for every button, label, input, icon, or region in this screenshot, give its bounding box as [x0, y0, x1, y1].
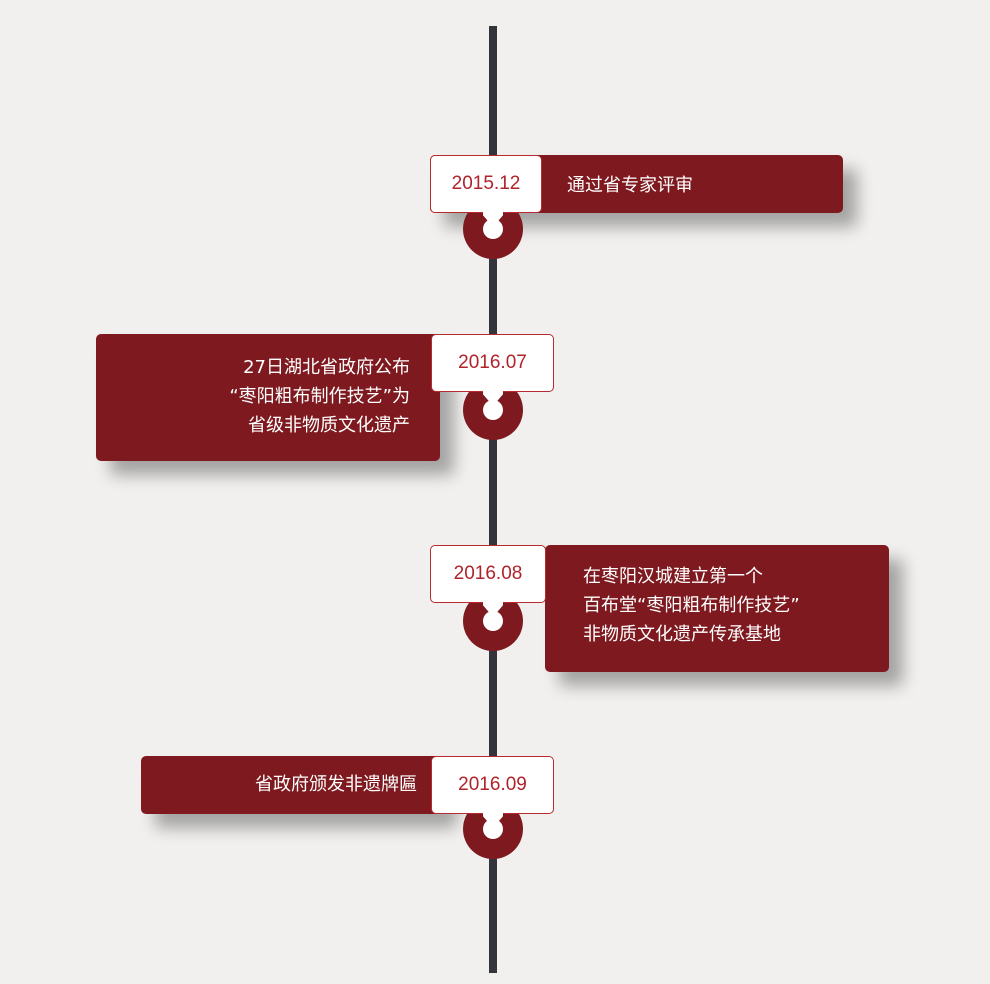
event-card-2016-08: 在枣阳汉城建立第一个 百布堂“枣阳粗布制作技艺” 非物质文化遗产传承基地: [545, 545, 889, 672]
event-text-line: 百布堂“枣阳粗布制作技艺”: [583, 595, 800, 616]
timeline-node-center: [483, 219, 503, 239]
timeline-node-center: [483, 611, 503, 631]
date-pointer-icon: [483, 201, 503, 227]
timeline-node-center: [483, 400, 503, 420]
timeline-node-center: [483, 819, 503, 839]
date-pointer-icon: [483, 802, 503, 828]
event-date-2016-07: 2016.07: [431, 334, 554, 392]
event-text-line: 省级非物质文化遗产: [248, 415, 410, 436]
event-card-2016-07: 27日湖北省政府公布 “枣阳粗布制作技艺”为 省级非物质文化遗产: [96, 334, 440, 461]
date-pointer-icon: [483, 591, 503, 617]
date-pointer-icon: [483, 380, 503, 406]
event-text-line: 在枣阳汉城建立第一个: [583, 566, 763, 587]
event-text-line: 非物质文化遗产传承基地: [583, 624, 781, 645]
event-card-2016-09: 省政府颁发非遗牌匾: [141, 756, 443, 814]
timeline-axis: [489, 26, 497, 973]
event-text-line: 省政府颁发非遗牌匾: [255, 774, 417, 795]
event-text-line: 通过省专家评审: [567, 175, 693, 196]
event-text-line: “枣阳粗布制作技艺”为: [229, 386, 410, 407]
event-text-line: 27日湖北省政府公布: [243, 357, 410, 378]
